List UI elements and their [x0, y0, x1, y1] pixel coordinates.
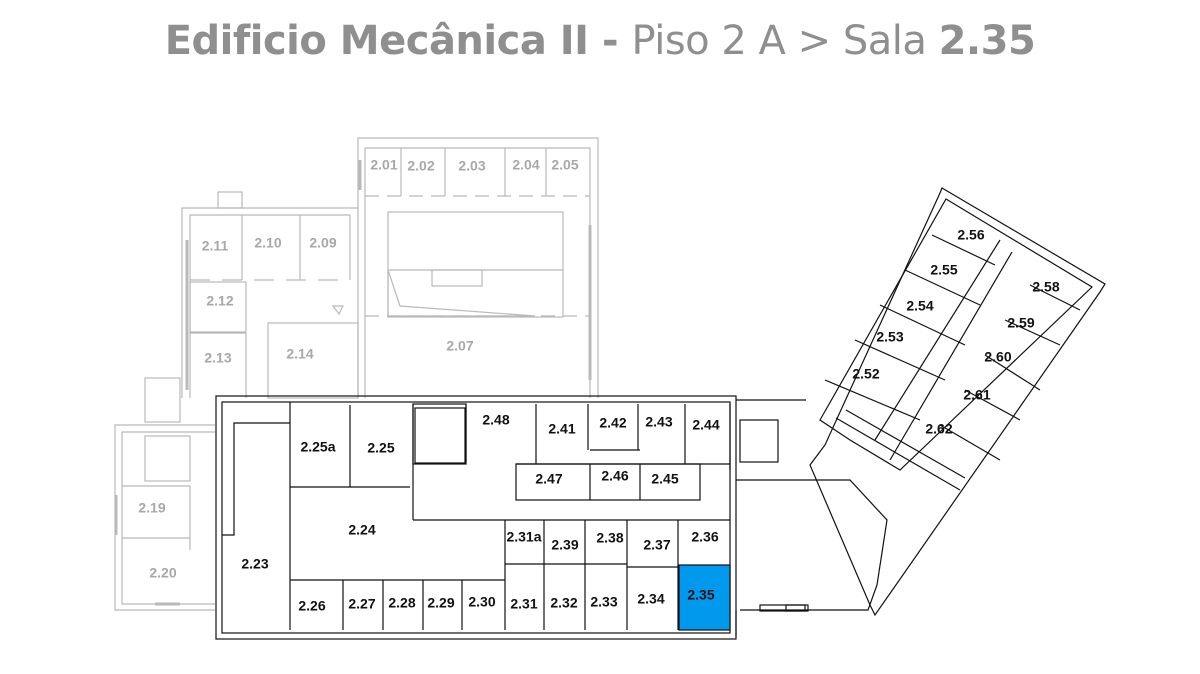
room-label[interactable]: 2.33: [590, 594, 617, 610]
room-label: 2.13: [204, 350, 231, 366]
room-label: 2.14: [286, 346, 313, 362]
room-label: 2.19: [138, 500, 165, 516]
room-label[interactable]: 2.48: [482, 412, 509, 428]
room-label[interactable]: 2.34: [637, 591, 664, 607]
room-label[interactable]: 2.42: [599, 415, 626, 431]
room-labels: 2.23 2.24 2.25 2.25a 2.26 2.27 2.28 2.29…: [241, 227, 1059, 614]
room-label: 2.01: [370, 157, 397, 173]
inactive-room-labels: 2.01 2.02 2.03 2.04 2.05 2.07 2.09 2.10 …: [138, 157, 578, 581]
room-label[interactable]: 2.55: [930, 262, 957, 278]
room-label[interactable]: 2.46: [601, 468, 628, 484]
room-2-35-highlight[interactable]: [678, 564, 731, 631]
active-wing: [215, 187, 1106, 640]
room-label[interactable]: 2.24: [348, 522, 375, 538]
room-label: 2.07: [446, 338, 473, 354]
room-label[interactable]: 2.36: [691, 529, 718, 545]
room-label[interactable]: 2.45: [651, 471, 678, 487]
room-label[interactable]: 2.61: [963, 387, 990, 403]
room-label: 2.10: [254, 235, 281, 251]
room-label[interactable]: 2.47: [535, 471, 562, 487]
room-label[interactable]: 2.28: [388, 595, 415, 611]
floor-name: Piso 2 A: [631, 18, 786, 64]
room-label[interactable]: 2.43: [645, 414, 672, 430]
room-label[interactable]: 2.56: [957, 227, 984, 243]
room-label: 2.11: [202, 238, 229, 254]
room-label: 2.02: [407, 158, 434, 174]
inactive-wing: [114, 137, 599, 611]
room-label[interactable]: 2.41: [548, 421, 575, 437]
room-label[interactable]: 2.62: [925, 421, 952, 437]
room-label[interactable]: 2.39: [551, 537, 578, 553]
room-label[interactable]: 2.60: [984, 349, 1011, 365]
room-label: 2.09: [309, 235, 336, 251]
room-label[interactable]: 2.38: [596, 530, 623, 546]
breadcrumb-separator: >: [785, 18, 843, 64]
room-label[interactable]: 2.26: [298, 598, 325, 614]
room-label[interactable]: 2.58: [1032, 279, 1059, 295]
room-label[interactable]: 2.35: [687, 587, 714, 603]
room-label[interactable]: 2.32: [550, 595, 577, 611]
room-label: 2.12: [206, 293, 233, 309]
room-label[interactable]: 2.31: [510, 596, 537, 612]
room-label[interactable]: 2.30: [468, 594, 495, 610]
room-label[interactable]: 2.25a: [300, 439, 335, 455]
room-label[interactable]: 2.44: [692, 417, 719, 433]
room-label[interactable]: 2.54: [906, 298, 933, 314]
room-label[interactable]: 2.27: [348, 596, 375, 612]
room-label[interactable]: 2.52: [852, 366, 879, 382]
room-label[interactable]: 2.23: [241, 556, 268, 572]
selected-room-number: 2.35: [938, 18, 1036, 64]
title-separator: -: [588, 18, 632, 64]
room-label[interactable]: 2.37: [643, 537, 670, 553]
page-title: Edificio Mecânica II - Piso 2 A > Sala 2…: [0, 18, 1200, 64]
room-label: 2.05: [551, 157, 578, 173]
room-label[interactable]: 2.53: [876, 329, 903, 345]
room-label[interactable]: 2.31a: [506, 529, 541, 545]
room-label[interactable]: 2.29: [427, 595, 454, 611]
room-label: 2.03: [458, 158, 485, 174]
room-label[interactable]: 2.25: [367, 440, 394, 456]
room-label: 2.20: [149, 565, 176, 581]
building-name: Edificio Mecânica II: [164, 18, 589, 64]
room-prefix: Sala: [842, 18, 939, 64]
room-label: 2.04: [512, 157, 539, 173]
room-label[interactable]: 2.59: [1007, 315, 1034, 331]
